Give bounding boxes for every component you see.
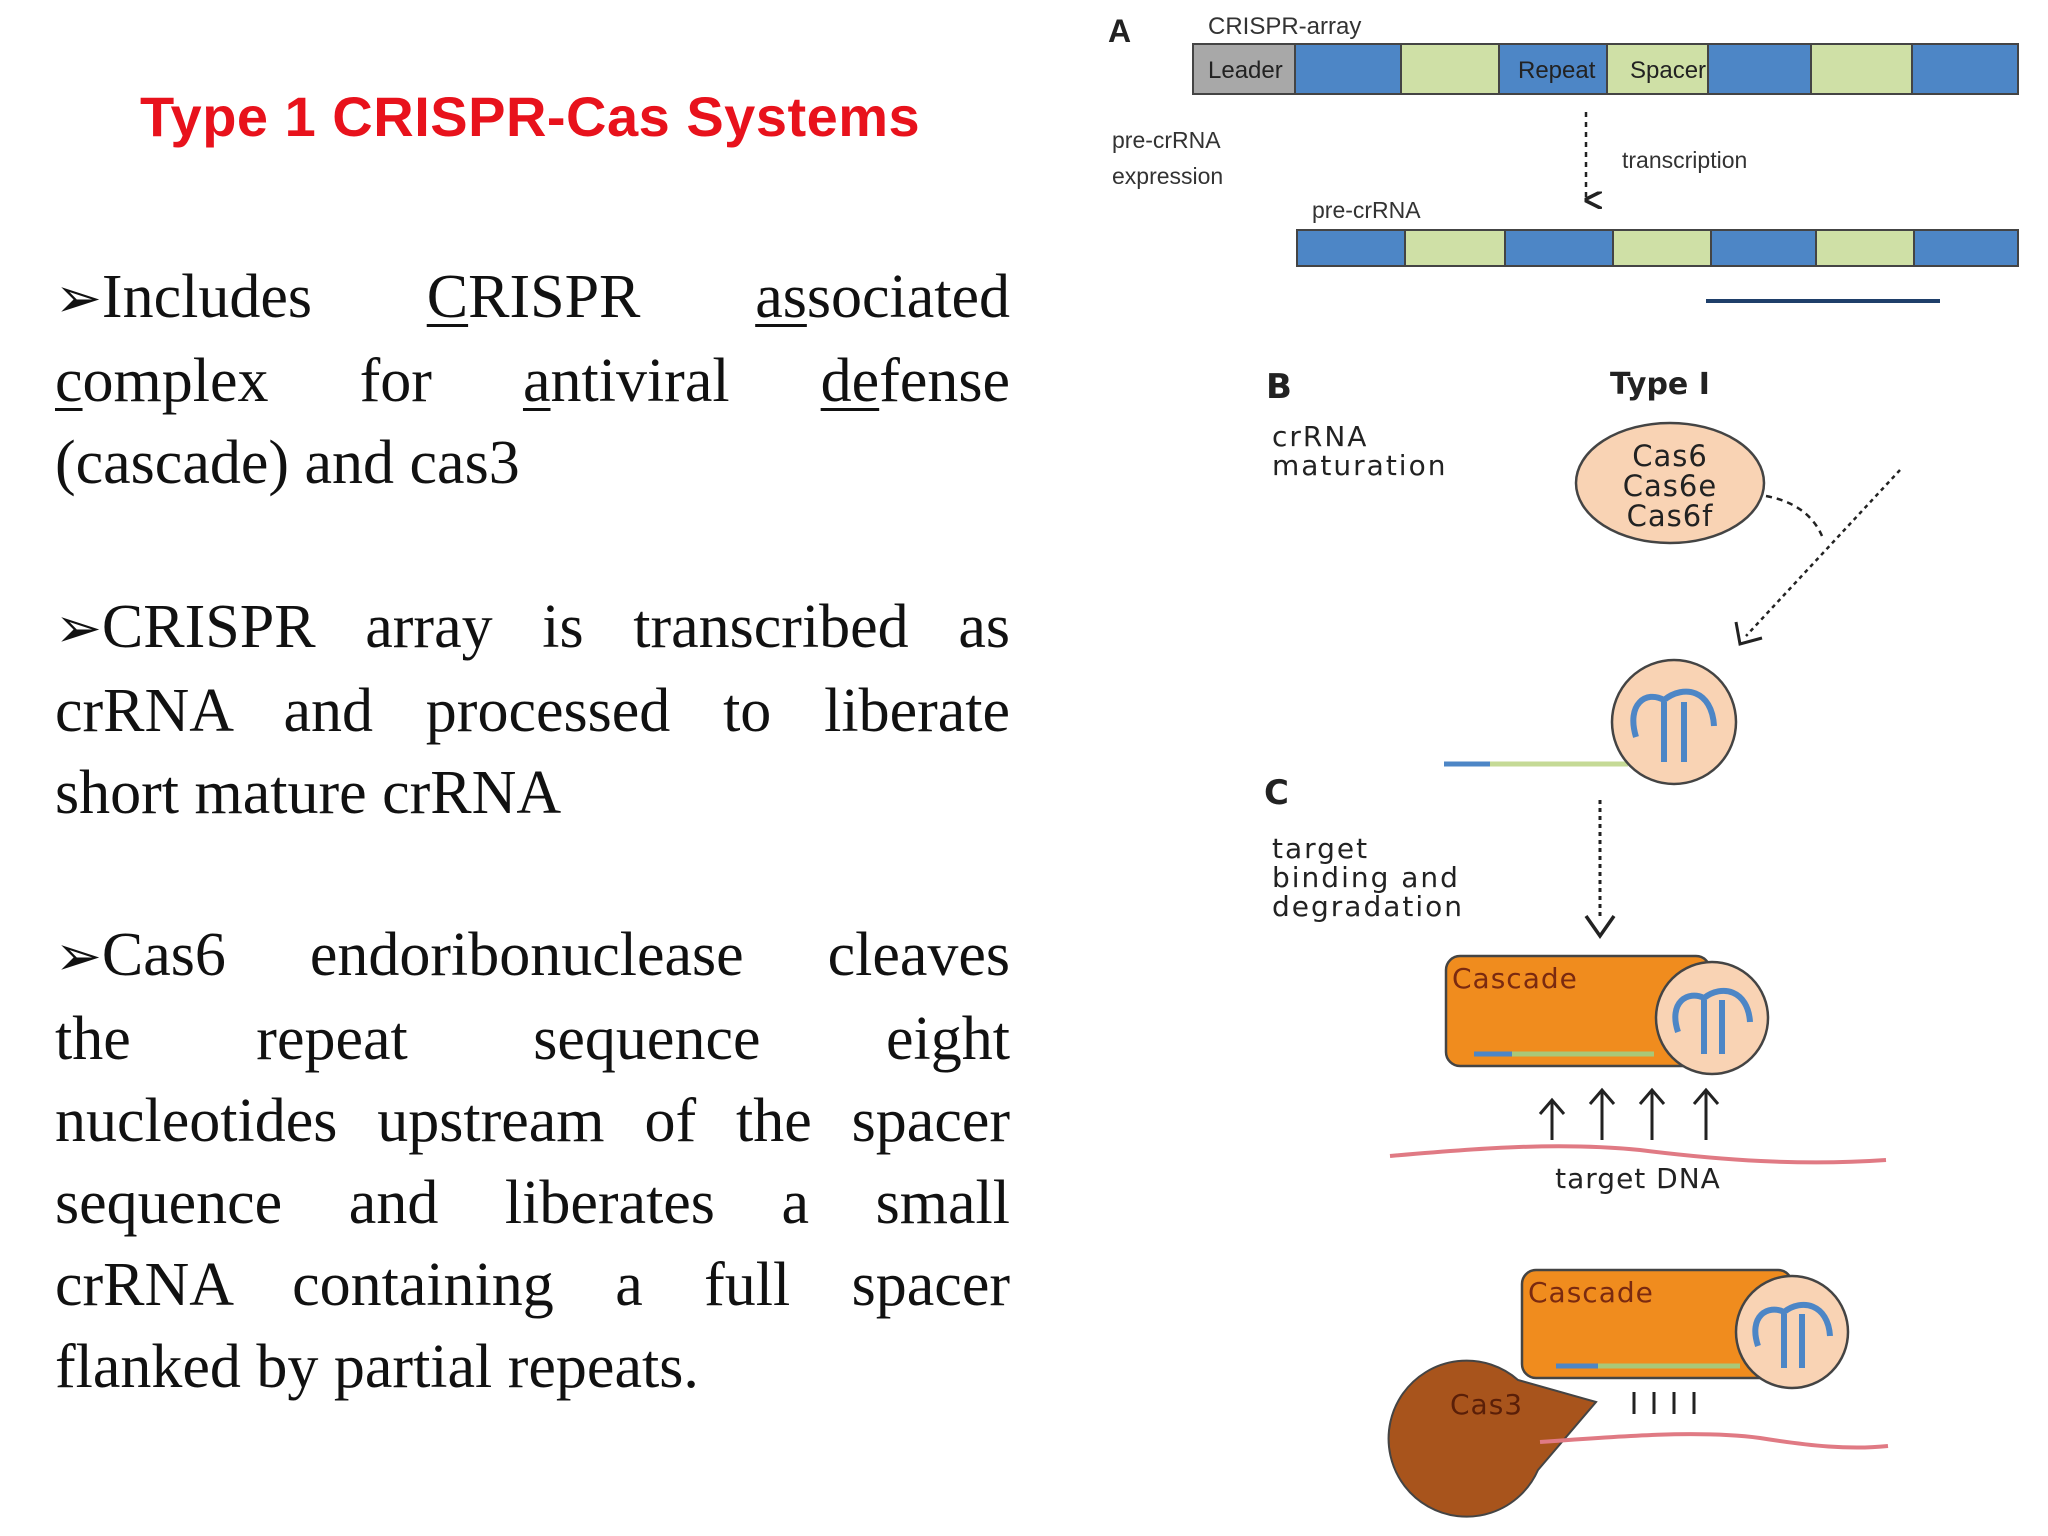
cascade-complex-1: Cascade xyxy=(1444,954,1770,1076)
crispr-array-bar: Leader Repeat Spacer xyxy=(1192,43,2019,95)
crrna-hairpin-icon xyxy=(1672,987,1753,1033)
bullet-3-line-5: crRNA containing a full spacer xyxy=(55,1251,1010,1319)
bullet-1-line-3: (cascade) and cas3 xyxy=(55,429,520,497)
bullet-arrow-icon: ➢ xyxy=(55,598,102,660)
bullet-1: ➢Includes CRISPR associated complex for … xyxy=(55,256,1010,504)
cas6-protein-circle xyxy=(1574,421,1766,545)
panel-a-letter: A xyxy=(1108,13,1131,49)
spacer-segment xyxy=(1810,43,1913,95)
degraded-dna-strand xyxy=(1539,1432,1889,1450)
mature-crrna-complex xyxy=(1444,658,1738,786)
leader-label: Leader xyxy=(1208,57,1283,84)
repeat-segment xyxy=(1707,43,1812,95)
spacer-segment xyxy=(1606,43,1709,95)
repeat-segment xyxy=(1294,43,1402,95)
cas3-pacman-icon xyxy=(1387,1359,1598,1518)
slide-title: Type 1 CRISPR-Cas Systems xyxy=(140,85,921,148)
bullet-3-line-1: ➢Cas6 endoribonuclease cleaves xyxy=(55,921,1010,989)
spacer-segment xyxy=(1400,43,1500,95)
cleavage-curve xyxy=(1765,494,1824,537)
bullet-2: ➢CRISPR array is transcribed as crRNA an… xyxy=(55,586,1010,834)
maturation-label-2: maturation xyxy=(1272,449,1447,482)
cascade-label: Cascade xyxy=(1452,962,1578,995)
bullet-3: ➢Cas6 endoribonuclease cleaves the repea… xyxy=(55,914,1010,1408)
bullet-2-line-3: short mature crRNA xyxy=(55,759,562,827)
crispr-array-label: CRISPR-array xyxy=(1208,13,1361,40)
panel-c: C target binding and degradation Cascade xyxy=(1264,773,1889,1518)
bullet-2-line-2: crRNA and processed to liberate xyxy=(55,677,1010,745)
crrna-hairpin-icon xyxy=(1752,1301,1833,1347)
precrrna-label: pre-crRNA xyxy=(1312,197,1421,223)
maturation-arrow-icon xyxy=(1745,469,1901,637)
bullet-1-line-1: ➢Includes CRISPR associated xyxy=(55,263,1010,331)
bullet-3-line-4: sequence and liberates a small xyxy=(55,1169,1010,1237)
cascade-complex-2: Cascade xyxy=(1520,1268,1850,1390)
transcription-label: transcription xyxy=(1622,147,1747,173)
bullet-3-line-2: the repeat sequence eight xyxy=(55,1005,1010,1073)
leader-segment xyxy=(1192,43,1296,95)
spacer-label: Spacer xyxy=(1630,57,1706,84)
cas6-label: Cas6 xyxy=(1632,439,1708,473)
panel-b: B Type I crRNA maturation Cas6 Cas6e Cas… xyxy=(1266,367,1901,786)
bullet-1-line-2: complex for antiviral defense xyxy=(55,347,1010,415)
cas6f-label: Cas6f xyxy=(1627,499,1714,533)
expression-label-1: pre-crRNA xyxy=(1112,127,1221,153)
target-dna-label: target DNA xyxy=(1555,1162,1721,1195)
bullet-2-line-1: ➢CRISPR array is transcribed as xyxy=(55,593,1010,661)
cascade-label: Cascade xyxy=(1528,1276,1654,1309)
panel-b-letter: B xyxy=(1266,367,1292,407)
crrna-hairpin-icon xyxy=(1630,688,1717,738)
step-label-2: binding and xyxy=(1272,861,1460,894)
cas6e-label: Cas6e xyxy=(1623,469,1717,503)
binding-arrows-icon xyxy=(1538,1087,1720,1140)
repeat-segment xyxy=(1911,43,2019,95)
panel-c-letter: C xyxy=(1264,773,1289,813)
panel-a: A CRISPR-array Leader Repeat Spacer pre-… xyxy=(1108,13,2019,303)
repeat-segment xyxy=(1498,43,1608,95)
target-dna-strand xyxy=(1389,1144,1887,1165)
step-label-3: degradation xyxy=(1272,890,1464,923)
expression-label-2: expression xyxy=(1112,163,1223,189)
repeat-label: Repeat xyxy=(1518,57,1596,84)
step-label-1: target xyxy=(1272,832,1369,865)
bullet-3-line-3: nucleotides upstream of the spacer xyxy=(55,1087,1010,1155)
maturation-label-1: crRNA xyxy=(1272,420,1368,453)
bullet-arrow-icon: ➢ xyxy=(55,926,102,988)
base-pairing-lines xyxy=(1632,1392,1696,1414)
cas3-label: Cas3 xyxy=(1450,1388,1523,1421)
bullet-3-line-6: flanked by partial repeats. xyxy=(55,1333,699,1401)
bullet-arrow-icon: ➢ xyxy=(55,268,102,330)
precrrna-bar xyxy=(1296,229,2019,267)
type-label: Type I xyxy=(1610,367,1710,402)
cas6-circle xyxy=(1610,658,1738,786)
